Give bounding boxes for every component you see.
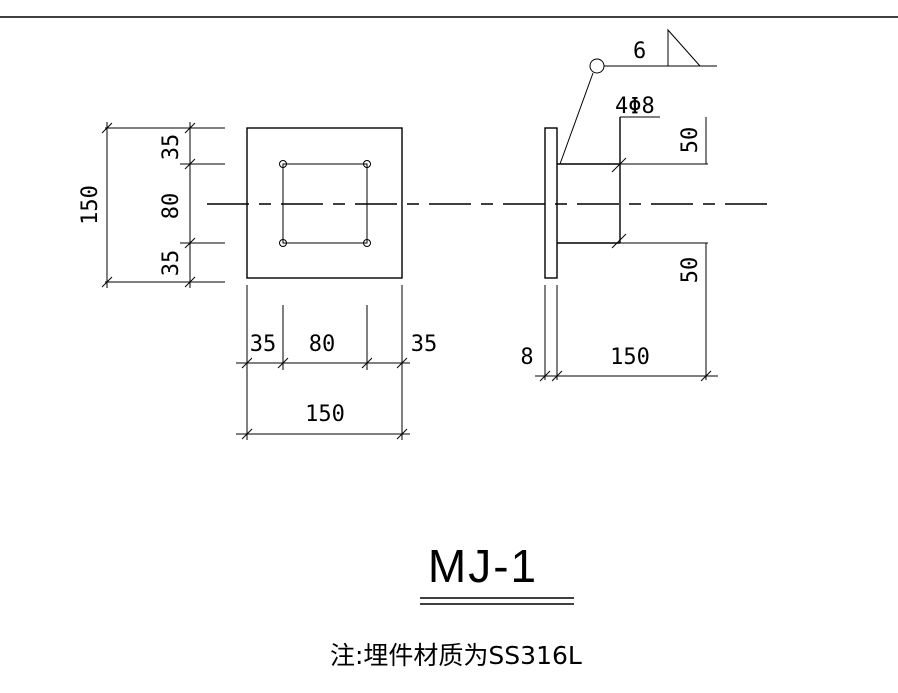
anchor-bar-bottom-right [363, 239, 371, 247]
fillet-weld-icon [667, 28, 701, 67]
dim-horiz-left: 35 [250, 332, 277, 357]
dim-horiz-right: 35 [411, 332, 438, 357]
side-view: 4Φ8 6 50 50 8 150 [520, 28, 718, 382]
dim-plate-thickness: 8 [520, 345, 533, 370]
dim-side-upper: 50 [678, 127, 703, 154]
plate-section [544, 127, 558, 279]
weld-all-around-circle [589, 58, 605, 74]
dim-vert-overall: 150 [78, 185, 103, 225]
dim-side-lower: 50 [678, 257, 703, 284]
dim-horiz-middle: 80 [309, 332, 336, 357]
drawing-title: MJ-1 [428, 540, 538, 592]
dim-ticks-vertical [101, 122, 196, 288]
dim-vert-middle: 80 [159, 193, 184, 220]
weld-leader [559, 72, 594, 165]
dim-ticks-side [539, 370, 712, 382]
bend-tick-upper [611, 157, 627, 173]
anchor-bar-bottom-left [279, 239, 287, 247]
weld-size: 6 [633, 39, 646, 64]
dim-vert-bottom: 35 [159, 250, 184, 277]
embed-plate-outline [246, 127, 403, 279]
material-note: 注:埋件材质为SS316L [330, 641, 582, 670]
dim-anchor-length: 150 [610, 345, 650, 370]
plan-view: 35 80 35 150 35 80 35 150 [78, 122, 437, 440]
dim-ticks-horizontal [241, 357, 408, 440]
dim-vert-top: 35 [159, 134, 184, 161]
dim-horiz-overall: 150 [305, 402, 345, 427]
bend-tick-lower [611, 233, 627, 249]
anchor-bar-top-left [279, 160, 287, 168]
anchor-bar-top-right [363, 160, 371, 168]
rebar-label: 4Φ8 [615, 94, 655, 119]
